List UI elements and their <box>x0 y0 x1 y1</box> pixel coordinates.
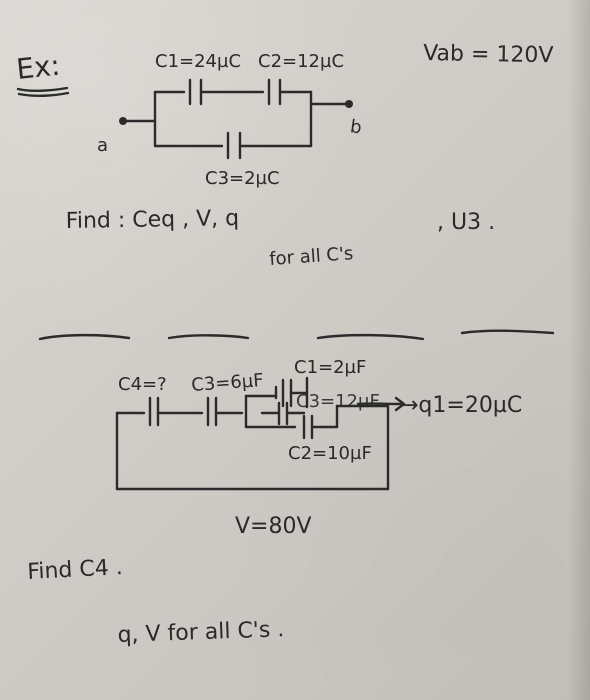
c3-label: C3=2µC <box>205 168 280 189</box>
find2-line2: q, V for all C's . <box>117 617 285 648</box>
c2-label: C2=12µC <box>258 51 345 72</box>
c3-label-3: C3=12µF <box>296 391 380 412</box>
c2-label-2: C2=10µF <box>288 443 372 464</box>
separator-2 <box>167 334 250 340</box>
voltage-label: V=80V <box>235 514 312 539</box>
node-b-dot <box>345 100 353 108</box>
separator-1 <box>38 333 131 341</box>
page-edge-shadow <box>568 0 590 700</box>
charge-arrowhead <box>394 396 406 412</box>
c1-label: C1=24µC <box>155 51 242 72</box>
c1-label-2: C1=2µF <box>294 357 367 378</box>
vab-label: Vab = 120V <box>422 41 554 69</box>
example-label: Ex: <box>14 48 62 86</box>
example-underline-2 <box>17 91 70 97</box>
separator-3 <box>316 333 425 341</box>
q1-label: →q1=20µC <box>400 393 523 418</box>
find2-line1: Find C4 . <box>26 555 124 585</box>
c4-label: C4=? <box>118 374 167 395</box>
u3-label: , U3 . <box>437 210 496 235</box>
node-a-label: a <box>97 135 109 156</box>
find1-text: Find : Ceq , V, q <box>65 205 240 234</box>
example-underline <box>16 86 69 92</box>
c3-label-2: C3=6µF <box>190 370 265 396</box>
separator-4 <box>460 329 555 335</box>
